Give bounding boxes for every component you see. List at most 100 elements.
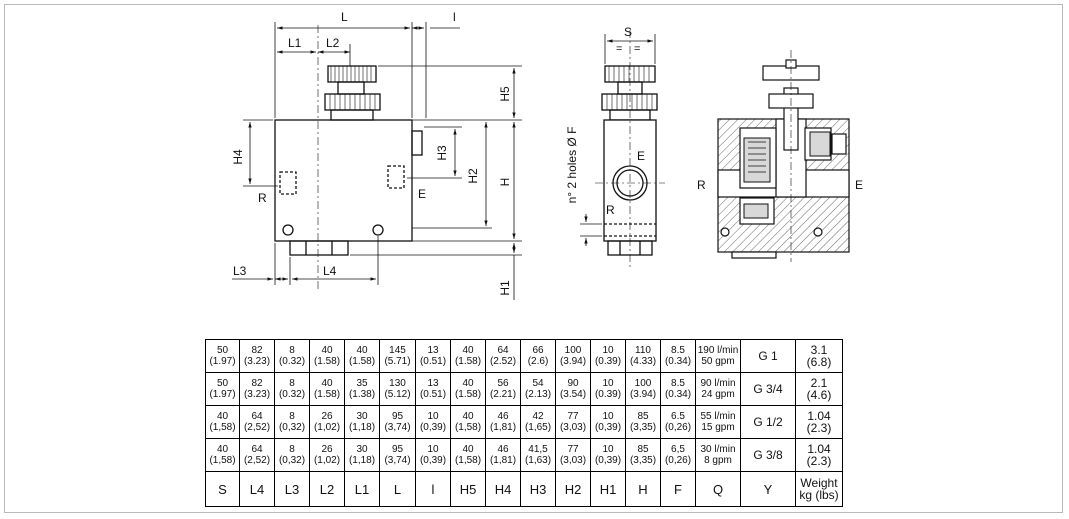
cell-value-secondary: (1.58) bbox=[454, 356, 482, 367]
cell-value: 8 bbox=[289, 345, 295, 356]
cell-value-secondary: (0,39) bbox=[594, 455, 622, 466]
cell-value: 77 bbox=[567, 444, 579, 455]
dim-label-l: l bbox=[453, 10, 456, 24]
table-cell: 82(3.23) bbox=[239, 339, 275, 373]
cell-value: G 1 bbox=[758, 348, 778, 363]
cell-value: 26 bbox=[321, 444, 333, 455]
table-header: Y bbox=[740, 471, 796, 507]
cell-value: 8 bbox=[289, 411, 295, 422]
table-cell: 46(1,81) bbox=[485, 438, 521, 472]
cell-value-secondary: (1,58) bbox=[454, 422, 482, 433]
cell-value: 66 bbox=[532, 345, 544, 356]
drawing-frame bbox=[4, 4, 1063, 513]
cell-value: 54 bbox=[532, 378, 544, 389]
cell-value-secondary: (0.51) bbox=[419, 389, 447, 400]
cell-value-secondary: (3.94) bbox=[559, 356, 587, 367]
table-cell: 6.5(0,26) bbox=[660, 405, 696, 439]
cell-value-secondary: 8 gpm bbox=[704, 455, 732, 466]
header-label: Weight bbox=[800, 476, 838, 490]
cell-value: 90 l/min bbox=[700, 378, 736, 389]
table-cell: G 1 bbox=[740, 339, 796, 373]
table-cell: 95(3,74) bbox=[379, 438, 416, 472]
cell-value-secondary: (1,63) bbox=[524, 455, 552, 466]
cell-value-secondary: (3,35) bbox=[629, 422, 657, 433]
header-label: L2 bbox=[319, 481, 335, 497]
table-cell: 50(1.97) bbox=[205, 339, 240, 373]
table-cell: G 3/8 bbox=[740, 438, 796, 472]
cell-value-secondary: (1,58) bbox=[454, 455, 482, 466]
cell-value-secondary: (1.58) bbox=[313, 389, 341, 400]
cell-value: 110 bbox=[635, 345, 651, 356]
dim-label-L3: L3 bbox=[233, 264, 247, 278]
table-cell: 54(2.13) bbox=[520, 372, 556, 406]
table-cell: 2.1(4.6) bbox=[795, 372, 843, 406]
cell-value: 30 bbox=[356, 444, 368, 455]
port-label-E-side: E bbox=[637, 149, 645, 163]
cell-value: 64 bbox=[497, 345, 509, 356]
table-cell: 30(1,18) bbox=[344, 405, 380, 439]
table-header: L3 bbox=[274, 471, 310, 507]
cell-value: 46 bbox=[497, 444, 509, 455]
table-cell: 95(3,74) bbox=[379, 405, 416, 439]
table-cell: 56(2.21) bbox=[485, 372, 521, 406]
table-cell: 64(2,52) bbox=[239, 438, 275, 472]
cell-value: 41,5 bbox=[528, 444, 548, 455]
cell-value: 56 bbox=[497, 378, 509, 389]
cell-value: 50 bbox=[216, 345, 229, 356]
cell-value: 40 bbox=[321, 345, 333, 356]
cell-value: 8.5 bbox=[671, 345, 685, 356]
table-header: H bbox=[625, 471, 661, 507]
table-row: 50(1.97)82(3.23)8(0.32)40(1.58)40(1.58)1… bbox=[205, 339, 843, 373]
table-cell: 26(1,02) bbox=[309, 405, 345, 439]
dim-label-L1: L1 bbox=[288, 36, 302, 50]
table-cell: 10(0,39) bbox=[590, 438, 626, 472]
cell-value: 30 l/min bbox=[700, 444, 736, 455]
equal-mark-left: = bbox=[616, 43, 622, 55]
cell-value: 85 bbox=[637, 444, 649, 455]
cell-value-secondary: (0.51) bbox=[419, 356, 447, 367]
table-cell: 130(5.12) bbox=[379, 372, 416, 406]
cell-value-secondary: (0,26) bbox=[664, 455, 692, 466]
cell-value-secondary: (2.52) bbox=[489, 356, 517, 367]
cell-value: 42 bbox=[532, 411, 544, 422]
cell-value: 55 l/min bbox=[700, 411, 736, 422]
cell-value: 82 bbox=[251, 345, 263, 356]
cell-value-secondary: (1,58) bbox=[209, 422, 236, 433]
cell-value: 40 bbox=[356, 345, 368, 356]
cell-value-secondary: (0.34) bbox=[664, 389, 692, 400]
cell-value-secondary: (2,52) bbox=[243, 422, 271, 433]
holes-note: n° 2 holes Ø F bbox=[565, 127, 579, 204]
cell-value: 13 bbox=[427, 345, 439, 356]
dim-label-H4: H4 bbox=[231, 149, 245, 165]
cell-value-secondary: 24 gpm bbox=[701, 389, 735, 400]
cell-value: 40 bbox=[462, 378, 474, 389]
header-label: Y bbox=[763, 481, 773, 497]
table-cell: 10(0.39) bbox=[590, 339, 626, 373]
cell-value-secondary: (0.32) bbox=[278, 356, 306, 367]
cell-value-secondary: (3,74) bbox=[384, 422, 411, 433]
cell-value-secondary: (2.6) bbox=[527, 356, 549, 367]
table-cell: 8(0,32) bbox=[274, 438, 310, 472]
table-cell: 100(3.94) bbox=[555, 339, 591, 373]
dimensions-table: 50(1.97)82(3.23)8(0.32)40(1.58)40(1.58)1… bbox=[205, 339, 843, 507]
table-cell: 77(3,03) bbox=[555, 405, 591, 439]
table-cell: 8(0.32) bbox=[274, 339, 310, 373]
cell-value-secondary: (1.58) bbox=[454, 389, 482, 400]
table-cell: G 1/2 bbox=[740, 405, 796, 439]
header-label: l bbox=[431, 481, 435, 497]
header-label: L bbox=[393, 481, 402, 497]
table-cell: 13(0.51) bbox=[415, 372, 451, 406]
dim-label-H2: H2 bbox=[466, 168, 480, 184]
table-cell: 85(3,35) bbox=[625, 438, 661, 472]
cell-value-secondary: (1.58) bbox=[348, 356, 376, 367]
cell-value: 10 bbox=[602, 345, 614, 356]
port-label-R-front: R bbox=[258, 191, 267, 205]
cell-value-secondary: (1.97) bbox=[209, 389, 236, 400]
cell-value-secondary: (1,81) bbox=[489, 455, 517, 466]
cell-value-secondary: (0,39) bbox=[419, 455, 447, 466]
side-view bbox=[595, 30, 665, 270]
cell-value: 3.1 bbox=[810, 343, 828, 357]
cell-value-secondary: 15 gpm bbox=[701, 422, 735, 433]
